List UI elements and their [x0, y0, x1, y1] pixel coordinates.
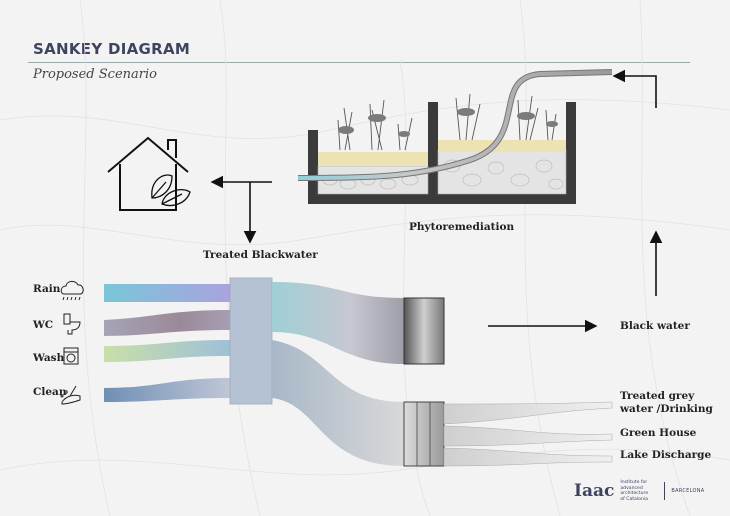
lake-discharge-label: Lake Discharge [620, 449, 712, 461]
treated-blackwater-label: Treated Blackwater [203, 249, 318, 261]
phytoremediation-tank [297, 69, 613, 204]
flow-lake-discharge [443, 447, 613, 467]
logo-line-4: of Catalonia [620, 496, 648, 502]
title-divider [28, 62, 690, 63]
page-subtitle: Proposed Scenario [33, 67, 157, 82]
source-label-clean: Clean [33, 386, 67, 398]
logo-line-1: Institute for [620, 480, 648, 485]
house-icon [107, 136, 189, 211]
treated-grey-label-line1: Treated grey [620, 390, 695, 402]
treated-grey-label-line2: water /Drinking [620, 403, 713, 415]
flow-rain [104, 284, 230, 302]
toilet-icon [63, 313, 81, 335]
flow-treated-grey [443, 401, 613, 425]
phytoremediation-label: Phytoremediation [409, 221, 515, 233]
source-label-rain: Rain [33, 283, 61, 295]
cleaning-icon [60, 385, 81, 405]
flow-green-house [443, 425, 613, 447]
flow-wc [104, 310, 230, 336]
leaf-icon [151, 174, 191, 207]
rain-cloud-icon [60, 280, 84, 301]
blackwater-node [404, 298, 444, 364]
logo-line-2: advanced [620, 485, 643, 491]
source-label-wash: Wash [33, 352, 65, 364]
sankey-flows [104, 277, 613, 467]
hub-node [230, 278, 272, 404]
flow-to-blackwater [272, 282, 404, 364]
logo-institute-text: Institute for advanced architecture of C… [620, 480, 658, 502]
logo-city: BARCELONA [671, 488, 705, 494]
grey-node [404, 402, 444, 466]
flow-wash [104, 340, 230, 362]
green-house-label: Green House [620, 427, 697, 439]
washing-machine-icon [63, 347, 79, 365]
logo-divider [664, 482, 666, 500]
iaac-logo: Iaac Institute for advanced architecture… [574, 480, 704, 502]
flow-arrows [210, 69, 663, 333]
logo-line-3: architecture [620, 491, 649, 496]
page-title: SANKEY DIAGRAM [33, 40, 191, 58]
black-water-label: Black water [620, 320, 690, 332]
logo-mark: Iaac [574, 481, 615, 501]
flow-to-grey [272, 340, 404, 466]
source-label-wc: WC [33, 319, 54, 331]
flow-clean [104, 378, 230, 402]
